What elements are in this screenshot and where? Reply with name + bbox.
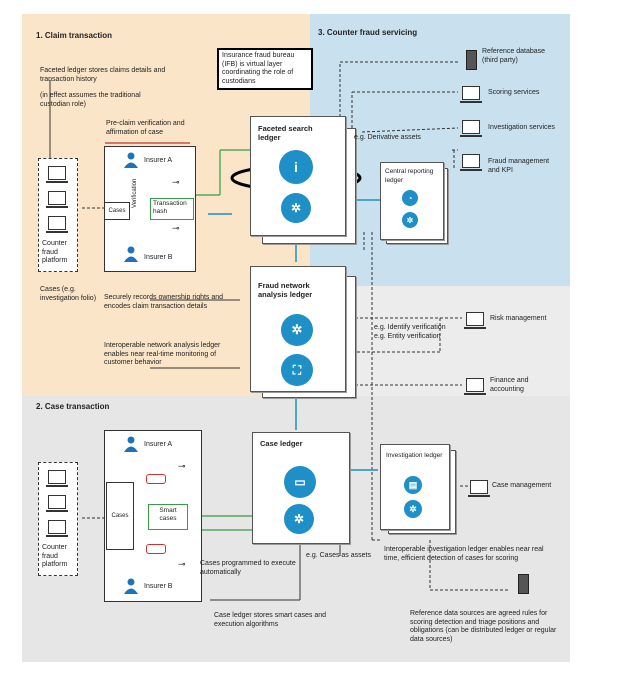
network-icon: ✲ (281, 193, 311, 223)
claim-platform-label: Counter fraud platform (42, 240, 68, 264)
fraud-network-title: Fraud network analysis ledger (258, 281, 313, 299)
annotation-reference-rules: Reference data sources are agreed rules … (410, 610, 557, 643)
computer-icon (460, 154, 482, 171)
annotation-case-ledger-stores: Case ledger stores smart cases and execu… (214, 612, 327, 628)
contract-slot (146, 474, 166, 484)
key-icon: ⊸ (172, 177, 180, 187)
note-cases-folio: Cases (e.g. investigation folio) (40, 286, 97, 302)
key-icon: ⊸ (172, 223, 180, 233)
case-platform-label: Counter fraud platform (42, 544, 68, 568)
computer-icon (46, 470, 68, 487)
computer-icon (464, 312, 486, 329)
server-icon (518, 574, 529, 594)
transaction-hash-box: Transaction hash (150, 198, 194, 220)
annotation-entity: e.g. Entity verification (374, 333, 441, 340)
scan-icon: ⛶ (281, 354, 313, 386)
document-icon: ▤ (404, 476, 422, 494)
annotation-derivative: e.g. Derivative assets (354, 134, 421, 141)
section-counter-title: 3. Counter fraud servicing (318, 28, 418, 37)
server-icon (466, 50, 477, 70)
folder-icon: ▭ (284, 466, 316, 498)
claim-cases-box: Cases (104, 202, 130, 220)
faceted-ledger-title: Faceted search ledger (258, 124, 313, 142)
computer-icon (460, 86, 482, 103)
annotation-identify: e.g. Identify verification (374, 324, 446, 331)
info-icon: i (279, 150, 313, 184)
case-ledger-title: Case ledger (260, 439, 303, 448)
insurer-b-icon (124, 246, 138, 262)
case-cases-box: Cases (106, 482, 134, 550)
computer-icon (46, 191, 68, 208)
computer-icon (468, 480, 490, 497)
central-reporting-title: Central reporting ledger (385, 168, 434, 184)
computer-icon (46, 216, 68, 233)
ifb-callout: Insurance fraud bureau (IFB) is virtual … (217, 48, 313, 90)
service-scoring: Scoring services (488, 89, 540, 96)
computer-icon (460, 120, 482, 137)
claim-insurer-a-label: Insurer A (144, 157, 173, 164)
annotation-programmed: Cases programmed to execute automaticall… (200, 560, 296, 576)
service-fraud-mgmt: Fraud management and KPI (488, 158, 550, 174)
computer-icon (46, 166, 68, 183)
computer-icon (46, 495, 68, 512)
network-icon: ✲ (284, 504, 314, 534)
dashboard-icon: ◔ (402, 190, 418, 206)
note-interop-network: Interoperable network analysis ledger en… (104, 342, 221, 366)
service-case-mgmt: Case management (492, 482, 552, 489)
service-investigation: Investigation services (488, 124, 555, 131)
service-finance: Finance and accounting (490, 377, 529, 393)
computer-icon (464, 378, 486, 395)
note-custodian: (in effect assumes the traditional custo… (40, 92, 141, 108)
section-case-title: 2. Case transaction (36, 402, 110, 411)
contract-slot (146, 544, 166, 554)
note-secure-records: Securely records ownership rights and en… (104, 294, 224, 310)
annotation-interop-investigation: Interoperable investigation ledger enabl… (384, 546, 544, 562)
key-icon: ⊸ (178, 461, 186, 471)
case-insurer-b-label: Insurer B (144, 583, 173, 590)
note-faceted-stores: Faceted ledger stores claims details and… (40, 67, 166, 83)
service-reference-db: Reference database (third party) (482, 48, 546, 64)
key-icon: ⊸ (178, 559, 186, 569)
claim-verification-label: Verification (132, 178, 138, 208)
annotation-cases-assets: e.g. Cases as assets (306, 552, 371, 559)
insurer-a-icon (124, 152, 138, 168)
network-icon: ✲ (402, 212, 418, 228)
computer-icon (46, 520, 68, 537)
note-preclaim: Pre-claim verification and affirmation o… (106, 120, 185, 136)
section-claim-title: 1. Claim transaction (36, 31, 113, 40)
network-icon: ✲ (404, 500, 422, 518)
smart-cases-box: Smart cases (148, 504, 188, 530)
network-icon: ✲ (281, 314, 313, 346)
insurer-a-icon (124, 436, 138, 452)
insurer-b-icon (124, 578, 138, 594)
investigation-ledger-title: Investigation ledger (386, 452, 443, 459)
claim-insurer-b-label: Insurer B (144, 254, 173, 261)
service-risk: Risk management (490, 315, 547, 322)
case-insurer-a-label: Insurer A (144, 441, 173, 448)
